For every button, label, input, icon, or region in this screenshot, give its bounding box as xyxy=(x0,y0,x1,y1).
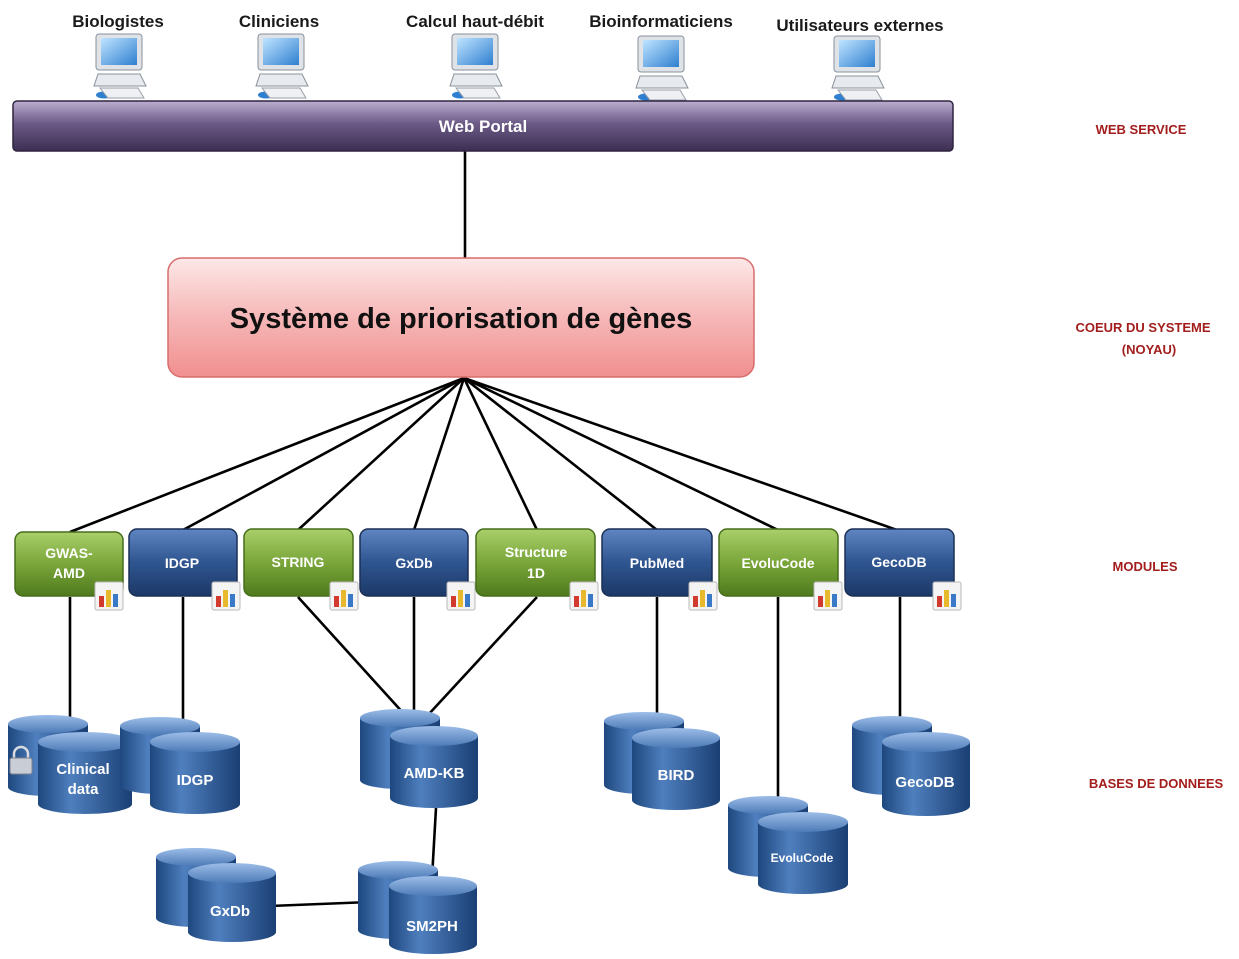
web-portal: Web Portal xyxy=(12,100,954,152)
db-label: SM2PH xyxy=(406,918,458,935)
db-label: EvoluCode xyxy=(771,851,834,865)
db-idgp: IDGP xyxy=(120,717,240,814)
db-cylinder-front xyxy=(389,876,477,954)
computer-icon xyxy=(831,35,885,101)
bar-chart-icon xyxy=(94,581,124,611)
bar-chart-icon xyxy=(688,581,718,611)
db-cylinder-front xyxy=(38,732,132,814)
module-label: IDGP xyxy=(165,555,199,571)
core-module-link-idgp xyxy=(182,376,465,532)
db-label: IDGP xyxy=(177,772,214,789)
db-label-line1: Clinical xyxy=(56,761,109,778)
core-module-link-structure xyxy=(462,377,539,531)
user-label: Calcul haut-débit xyxy=(406,12,544,31)
layer-label-core-line2: (NOYAU) xyxy=(1122,342,1176,357)
db-label-line2: data xyxy=(68,781,100,798)
db-gxdb: GxDb xyxy=(156,848,276,942)
user-calcul-haut-debit: Calcul haut-débit xyxy=(406,12,544,99)
computer-icon xyxy=(255,33,309,99)
bar-chart-icon xyxy=(329,581,359,611)
computer-icon xyxy=(635,35,689,101)
user-biologistes: Biologistes xyxy=(72,12,164,99)
user-label: Cliniciens xyxy=(239,12,319,31)
core-module-link-pubmed xyxy=(463,376,658,532)
db-evolucode: EvoluCode xyxy=(728,796,848,894)
user-label: Bioinformaticiens xyxy=(589,12,733,31)
db-cylinder-front xyxy=(758,812,848,894)
layer-label-databases: BASES DE DONNEES xyxy=(1089,776,1224,791)
core-module-link-evolucode xyxy=(463,376,779,532)
db-cylinder-front xyxy=(882,732,970,816)
core-system: Système de priorisation de gènes xyxy=(167,257,755,378)
module-db-link-structure-amdkb xyxy=(427,596,538,716)
db-label: GxDb xyxy=(210,903,250,920)
module-evolucode: EvoluCode xyxy=(718,528,843,611)
module-label-line1: GWAS- xyxy=(45,545,93,561)
user-bioinformaticiens: Bioinformaticiens xyxy=(589,12,733,101)
module-label: PubMed xyxy=(630,555,684,571)
db-cylinder-front xyxy=(150,732,240,814)
db-label: BIRD xyxy=(658,767,695,784)
core-module-link-gecodb xyxy=(463,376,898,532)
db-cylinder-front xyxy=(188,863,276,942)
core-system-label: Système de priorisation de gènes xyxy=(230,303,693,335)
module-label-line1: Structure xyxy=(505,544,567,560)
module-label: EvoluCode xyxy=(741,555,814,571)
module-label: GecoDB xyxy=(871,554,926,570)
layer-label-web-service: WEB SERVICE xyxy=(1096,122,1187,137)
module-string: STRING xyxy=(243,528,359,611)
user-label: Utilisateurs externes xyxy=(776,16,943,35)
module-label-line2: 1D xyxy=(527,565,545,581)
bar-chart-icon xyxy=(813,581,843,611)
module-label: STRING xyxy=(272,554,325,570)
module-gwas-amd: GWAS- AMD xyxy=(14,531,124,611)
bar-chart-icon xyxy=(569,581,599,611)
bar-chart-icon xyxy=(446,581,476,611)
computer-icon xyxy=(93,33,147,99)
core-module-link-gxdb xyxy=(412,377,466,531)
db-clinical-data: Clinical data xyxy=(8,715,132,814)
layer-label-core-line1: COEUR DU SYSTEME xyxy=(1075,320,1210,335)
db-cylinder-front xyxy=(390,726,478,808)
core-module-link-gwas xyxy=(69,376,465,534)
module-label-line2: AMD xyxy=(53,565,85,581)
layer-label-modules: MODULES xyxy=(1113,559,1178,574)
db-label: GecoDB xyxy=(895,774,954,791)
bar-chart-icon xyxy=(932,581,962,611)
bar-chart-icon xyxy=(211,581,241,611)
module-pubmed: PubMed xyxy=(601,528,718,611)
db-label: AMD-KB xyxy=(404,765,465,782)
user-label: Biologistes xyxy=(72,12,164,31)
db-sm2ph: SM2PH xyxy=(358,861,477,954)
module-gecodb: GecoDB xyxy=(844,528,962,611)
lock-icon xyxy=(9,745,33,775)
web-portal-label: Web Portal xyxy=(439,117,527,136)
user-utilisateurs-externes: Utilisateurs externes xyxy=(776,16,944,101)
db-bird: BIRD xyxy=(604,712,720,810)
module-db-link-string-amdkb xyxy=(297,596,406,716)
db-gecodb: GecoDB xyxy=(852,716,970,816)
db-amd-kb: AMD-KB xyxy=(360,709,478,808)
core-module-link-string xyxy=(297,377,465,531)
db-cylinder-front xyxy=(632,728,720,810)
module-gxdb: GxDb xyxy=(359,528,476,611)
computer-icon xyxy=(449,33,503,99)
module-label: GxDb xyxy=(395,555,432,571)
db-link-gxdb-sm2ph xyxy=(269,900,371,908)
user-cliniciens: Cliniciens xyxy=(239,12,319,99)
module-structure-1d: Structure 1D xyxy=(475,528,599,611)
module-idgp: IDGP xyxy=(128,528,241,611)
